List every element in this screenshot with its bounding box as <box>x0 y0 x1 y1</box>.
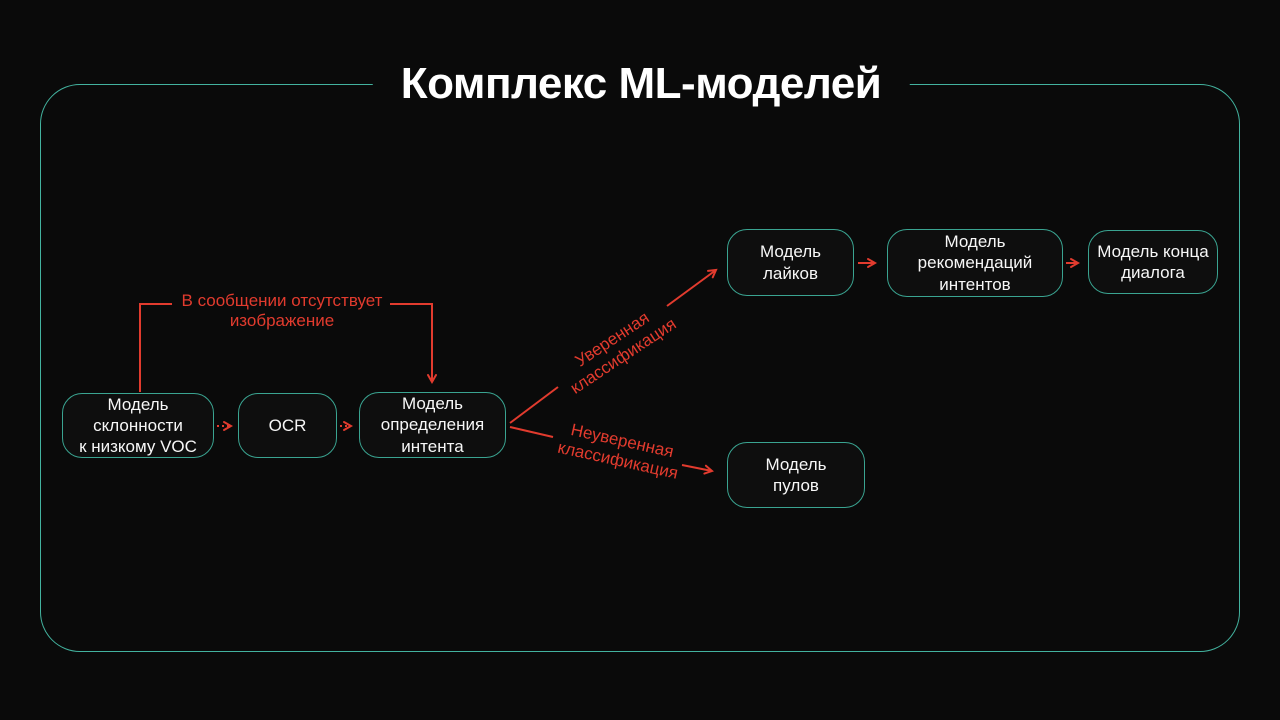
node-ocr-model: OCR <box>238 393 337 458</box>
node-voc-model: Модель склонности к низкому VOC <box>62 393 214 458</box>
edge-label-no-image: В сообщении отсутствует изображение <box>181 290 383 330</box>
diagram-frame <box>40 84 1240 652</box>
node-dialog-end-model: Модель конца диалога <box>1088 230 1218 294</box>
node-recommendations-model: Модель рекомендаций интентов <box>887 229 1063 297</box>
node-intent-model: Модель определения интента <box>359 392 506 458</box>
node-likes-model: Модель лайков <box>727 229 854 296</box>
diagram-title: Комплекс ML-моделей <box>372 59 910 109</box>
node-pools-model: Модель пулов <box>727 442 865 508</box>
